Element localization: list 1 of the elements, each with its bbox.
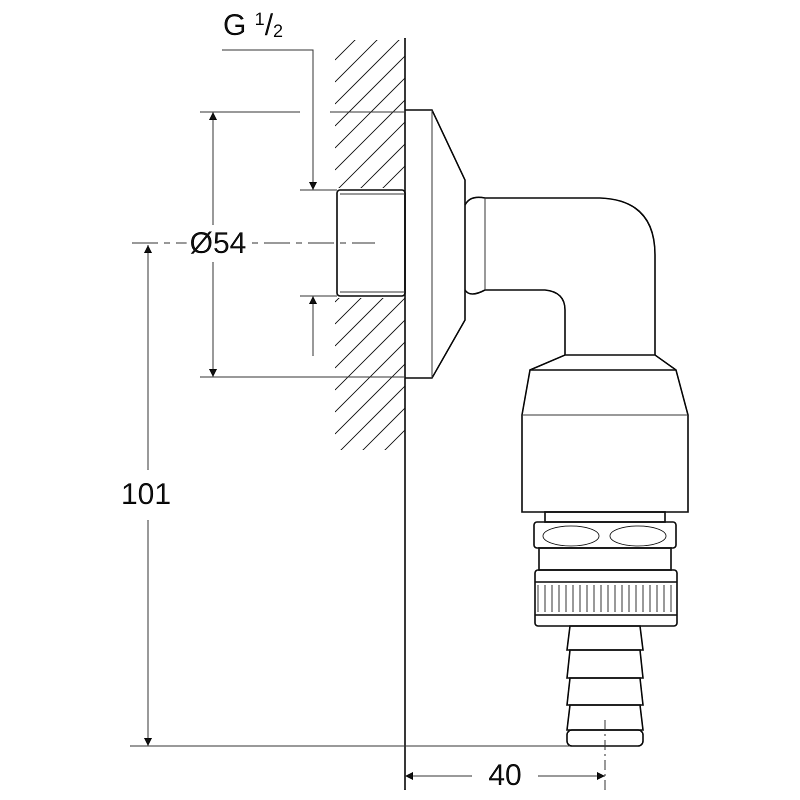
- thread-size-label: G $^{1}$/$_{2}$: [222, 10, 284, 41]
